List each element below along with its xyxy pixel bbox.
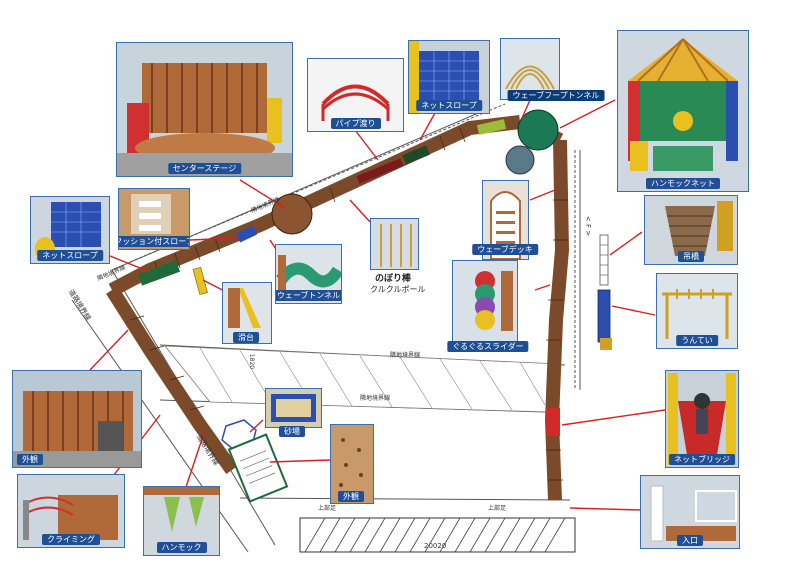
photo-net-bridge: ネットブリッジ (665, 370, 739, 468)
caption-monkey-bars: うんてい (676, 335, 718, 346)
photo-exterior-mid (330, 424, 374, 504)
photo-hammock-net: ハンモックネット (617, 30, 749, 192)
dimension-1820: 1820 (248, 353, 256, 370)
pipe-bridge-illustration (308, 59, 403, 131)
photo-exterior-left: 外観 (12, 370, 142, 468)
hammock-net-illustration (618, 31, 748, 191)
caption-slide: 滑台 (233, 332, 259, 343)
caption-hammock-net: ハンモックネット (646, 178, 720, 189)
cushion-slope-plan (235, 225, 258, 243)
suspension-bridge-illustration (645, 196, 737, 264)
caption-exterior-left: 外観 (17, 454, 43, 465)
photo-pipe-bridge: パイプ渡り (307, 58, 404, 132)
net-slope-top-plan (402, 145, 430, 165)
boundary-text-3: 隣地境界線 (390, 352, 421, 359)
caption-net-slope-left: ネットスロープ (37, 250, 103, 261)
bottom-road (299, 517, 576, 553)
pipe-bridge-plan (356, 158, 404, 184)
stair-tower-plan (227, 433, 289, 503)
caption-cushion-slope: クッション付スロープ (119, 236, 189, 247)
upper-area-text-2: 上部足 (488, 505, 507, 512)
wave-loop-illustration (501, 39, 559, 99)
upper-area-text-1: 上部足 (318, 505, 337, 512)
photo-cushion-slope: クッション付スロープ (118, 188, 190, 250)
photo-net-slope-top: ネットスロープ (408, 40, 490, 114)
photo-climbing-pole (370, 218, 419, 270)
climbing-pole-title: のぼり棒 (375, 274, 412, 284)
caption-net-slope-top: ネットスロープ (416, 100, 482, 111)
net-slope-left-plan (137, 260, 181, 286)
caption-spiral-slider: ぐるぐるスライダー (447, 341, 529, 352)
photo-entrance: 入口 (640, 475, 740, 549)
dimension-20020: 20020 (424, 542, 447, 550)
caption-exterior-mid: 外観 (338, 491, 364, 502)
caption-climbing: クライミング (42, 534, 100, 545)
photo-wave-loop-tunnel (500, 38, 560, 100)
caption-wave-deck: ウェーブデッキ (472, 244, 538, 255)
photo-net-slope-left: ネットスロープ (30, 196, 110, 264)
photo-sandbox (265, 388, 322, 428)
monkey-bars-end (600, 338, 612, 350)
photo-center-stage: センターステージ (116, 42, 293, 177)
caption-entrance: 入口 (677, 535, 703, 546)
suspension-bridge-plan (599, 234, 609, 286)
center-stage-illustration (117, 43, 292, 176)
center-stage-deck (271, 193, 313, 235)
sandbox-illustration (266, 389, 321, 427)
caption-center-stage: センターステージ (167, 163, 242, 174)
photo-hammock: ハンモック (143, 486, 220, 556)
climbing-pole-subtitle: クルクルポール (370, 285, 426, 294)
boundary-text-4: 隣地境界線 (360, 395, 391, 402)
net-bridge-plan (546, 408, 560, 436)
spiral-slider-illustration (453, 261, 517, 341)
hammock-net-platform (517, 109, 559, 151)
caption-suspension-bridge: 吊橋 (678, 251, 704, 262)
net-bridge-illustration (666, 371, 738, 467)
photo-suspension-bridge: 吊橋 (644, 195, 738, 265)
wave-deck-platform (505, 145, 535, 175)
wave-loop-plan (476, 119, 507, 135)
photo-climbing: クライミング (17, 474, 125, 548)
caption-wave-tunnel: ウェーブトンネル (276, 290, 341, 301)
photo-wave-tunnel: ウェーブトンネル (275, 244, 342, 304)
exterior-left-illustration (13, 371, 141, 467)
climbing-illustration (18, 475, 124, 547)
photo-monkey-bars: うんてい (656, 273, 738, 349)
hatched-lot (164, 345, 561, 413)
caption-pipe-bridge: パイプ渡り (330, 118, 381, 129)
caption-hammock: ハンモック (156, 542, 207, 553)
caption-net-bridge: ネットブリッジ (669, 454, 735, 465)
photo-spiral-slider (452, 260, 518, 342)
direction-arrow-label: < F > (584, 215, 593, 237)
caption-wave-loop-tunnel: ウェーブフープトンネル (507, 90, 605, 101)
exterior-mid-illustration (331, 425, 373, 503)
climbing-pole-illustration (371, 219, 418, 269)
caption-sandbox: 砂場 (279, 426, 305, 437)
monkey-bars-plan (597, 289, 611, 343)
